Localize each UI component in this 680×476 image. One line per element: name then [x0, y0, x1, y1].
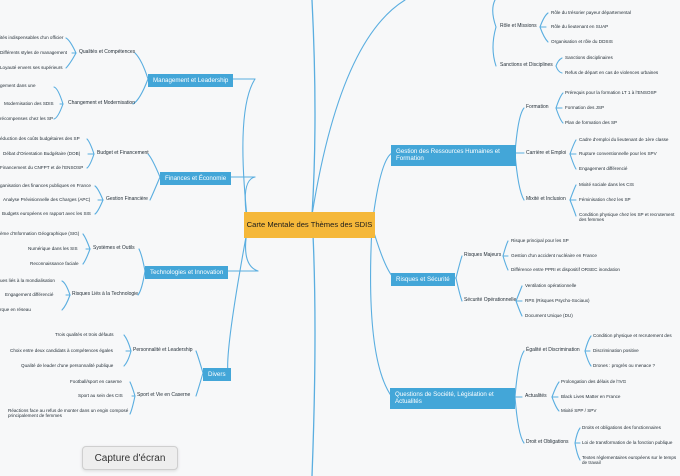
- subtopic-formation[interactable]: Formation: [526, 104, 549, 110]
- leaf-item[interactable]: Document Unique (DU): [525, 313, 573, 318]
- leaf-item[interactable]: Débat d'Orientation Budgétaire (DOB): [3, 151, 81, 156]
- leaf-item[interactable]: Droits et obligations des fonctionnaires: [582, 425, 661, 430]
- leaf-item[interactable]: Loyauté envers ses supérieurs: [0, 65, 63, 70]
- central-topic[interactable]: Carte Mentale des Thèmes des SDIS: [244, 212, 375, 238]
- leaf-item[interactable]: gement dans une: [0, 83, 36, 88]
- leaf-item[interactable]: Féminisation chez les SP: [579, 197, 631, 202]
- leaf-item[interactable]: Reconnaissance faciale: [30, 261, 79, 266]
- leaf-item[interactable]: Sanctions disciplinaires: [565, 55, 613, 60]
- subtopic-droit[interactable]: Droit et Obligations: [526, 439, 569, 445]
- leaf-item[interactable]: ités indispensables d'un officier: [0, 35, 64, 40]
- subtopic-sport[interactable]: Sport et Vie en Caserne: [137, 392, 191, 398]
- leaf-item[interactable]: éduction des coûts budgétaires des SP: [0, 136, 80, 141]
- leaf-item[interactable]: Discrimination positive: [593, 348, 639, 353]
- leaf-item[interactable]: Prérequis pour la formation LT 1 à l'ENS…: [565, 90, 657, 95]
- leaf-item[interactable]: Cadre d'emploi du lieutenant de 1ère cla…: [579, 137, 669, 142]
- leaf-item[interactable]: Engagement différencié: [5, 292, 54, 297]
- main-node-finances[interactable]: Finances et Économie: [160, 172, 232, 186]
- subtopic-carriere[interactable]: Carrière et Emploi: [526, 150, 567, 156]
- leaf-item[interactable]: Formation des JSP: [565, 105, 605, 110]
- main-node-risques[interactable]: Risques et Sécurité: [391, 273, 455, 287]
- leaf-item[interactable]: récompenses chez les SP: [0, 116, 54, 121]
- leaf-item[interactable]: Engagement différencié: [579, 166, 628, 171]
- leaf-item[interactable]: Numérique dans les SIS: [28, 246, 78, 251]
- leaf-item[interactable]: ème d'Information Géographique (SIG): [0, 231, 80, 236]
- leaf-item[interactable]: Choix entre deux candidats à compétences…: [10, 348, 113, 353]
- leaf-item[interactable]: Football/sport en caserne: [70, 379, 122, 384]
- subtopic-majeurs[interactable]: Risques Majeurs: [464, 252, 502, 258]
- leaf-item[interactable]: Loi de transformation de la fonction pub…: [582, 440, 673, 445]
- subtopic-securite[interactable]: Sécurité Opérationnelle: [464, 297, 517, 303]
- leaf-item[interactable]: Black Lives Matter en France: [561, 394, 621, 399]
- leaf-item[interactable]: Refus de départ en cas de violences urba…: [565, 70, 659, 75]
- leaf-item[interactable]: Risque principal pour les SP: [511, 238, 569, 243]
- leaf-item[interactable]: Ventilation opérationnelle: [525, 283, 577, 288]
- leaf-item[interactable]: rque en réseau: [0, 307, 31, 312]
- main-node-societe[interactable]: Questions de Société, Législation et Act…: [390, 388, 515, 409]
- main-node-divers[interactable]: Divers: [203, 368, 231, 382]
- subtopic-mixite[interactable]: Mixité et Inclusion: [526, 196, 566, 202]
- leaf-item[interactable]: Rôle du trésorier payeur départemental: [551, 10, 631, 15]
- subtopic-gestion[interactable]: Gestion Financière: [106, 196, 148, 202]
- subtopic-role[interactable]: Rôle et Missions: [500, 23, 537, 29]
- leaf-item[interactable]: Condition physique et recrutement des: [593, 333, 672, 338]
- subtopic-personnalite[interactable]: Personnalité et Leadership: [133, 347, 193, 353]
- leaf-item[interactable]: Prolongation des délais de l'IVG: [561, 379, 627, 384]
- main-node-management[interactable]: Management et Leadership: [148, 74, 234, 88]
- leaf-item[interactable]: Condition physique chez les SP et recrut…: [579, 212, 675, 223]
- leaf-item[interactable]: Plan de formation des SP: [565, 120, 618, 125]
- leaf-item[interactable]: Mixité SPP / SPV: [561, 408, 597, 413]
- leaf-item[interactable]: Rupture conventionnelle pour les SPV: [579, 151, 657, 156]
- leaf-item[interactable]: Textes réglementaires européens sur le t…: [582, 455, 677, 466]
- leaf-item[interactable]: Analyse Prévisionnelle des Charges (APC): [3, 197, 91, 202]
- leaf-item[interactable]: Qualité de leader d'une personnalité pub…: [21, 363, 114, 368]
- leaf-item[interactable]: Financement du CNFPT et de l'ENSOSP: [0, 165, 84, 170]
- leaf-item[interactable]: Organisation et rôle du DDSIS: [551, 39, 613, 44]
- leaf-item[interactable]: Différence entre PPRI et dispositif ORSE…: [511, 267, 620, 272]
- leaf-item[interactable]: Rôle du lieutenant en SUAP: [551, 24, 609, 29]
- subtopic-egalite[interactable]: Égalité et Discrimination: [526, 347, 580, 353]
- leaf-item[interactable]: ues liés à la mondialisation: [0, 278, 55, 283]
- subtopic-systemes[interactable]: Systèmes et Outils: [93, 245, 135, 251]
- subtopic-budget[interactable]: Budget et Financement: [97, 150, 149, 156]
- leaf-item[interactable]: RPS (Risques Psycho-Sociaux): [525, 298, 590, 303]
- leaf-item[interactable]: Gestion d'un accident nucléaire en Franc…: [511, 253, 597, 258]
- leaf-item[interactable]: Différents styles de management: [0, 50, 68, 55]
- subtopic-changement[interactable]: Changement et Modernisation: [68, 100, 135, 106]
- main-node-technologies[interactable]: Technologies et Innovation: [145, 266, 229, 280]
- leaf-item[interactable]: Trois qualités et trois défauts: [55, 332, 114, 337]
- subtopic-sanctions[interactable]: Sanctions et Disciplines: [500, 62, 553, 68]
- leaf-item[interactable]: Budgets européens en rapport avec les SI…: [2, 211, 91, 216]
- subtopic-qualites[interactable]: Qualités et Compétences: [79, 49, 136, 55]
- main-node-grh[interactable]: Gestion des Ressources Humaines et Forma…: [391, 145, 516, 166]
- leaf-item[interactable]: ganisation des finances publiques en Fra…: [0, 183, 91, 188]
- subtopic-risques-tech[interactable]: Risques Liés à la Technologie: [72, 291, 139, 297]
- screenshot-capture-button[interactable]: Capture d'écran: [82, 446, 178, 470]
- leaf-item[interactable]: Drones : progrès ou menace ?: [593, 363, 656, 368]
- leaf-item[interactable]: Réactions face au refus de monter dans u…: [8, 408, 129, 419]
- leaf-item[interactable]: Sport au sein des CIS: [78, 393, 123, 398]
- leaf-item[interactable]: Mixité sociale dans les CIS: [579, 182, 634, 187]
- leaf-item[interactable]: Modernisation des SDIS: [4, 101, 54, 106]
- subtopic-actualites[interactable]: Actualités: [525, 393, 547, 399]
